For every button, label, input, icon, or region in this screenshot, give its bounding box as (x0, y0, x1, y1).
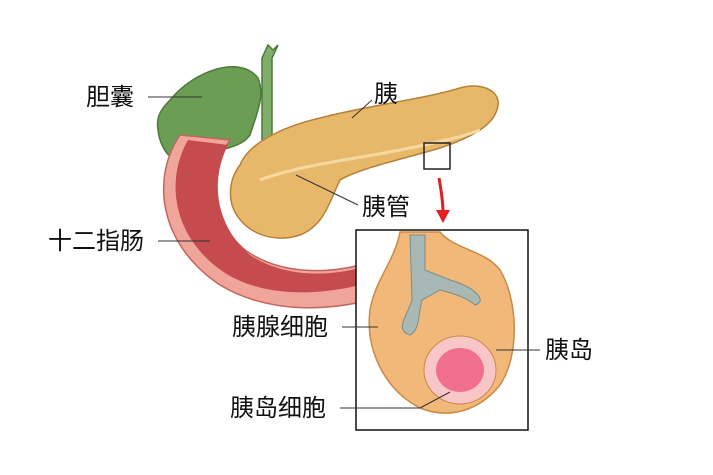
label-pancreatic-duct: 胰管 (362, 193, 410, 221)
arrow-down-icon (436, 177, 450, 223)
label-islet: 胰岛 (545, 336, 593, 364)
leader-lines (148, 96, 540, 409)
pancreas-shape (229, 85, 499, 239)
label-duodenum: 十二指肠 (48, 227, 144, 255)
acinus-inset-illustration (368, 231, 515, 414)
label-gallbladder: 胆囊 (86, 83, 134, 111)
label-islet-cells: 胰岛细胞 (230, 394, 326, 422)
label-pancreas: 胰 (374, 80, 398, 108)
label-acinar-cells: 胰腺细胞 (232, 313, 328, 341)
